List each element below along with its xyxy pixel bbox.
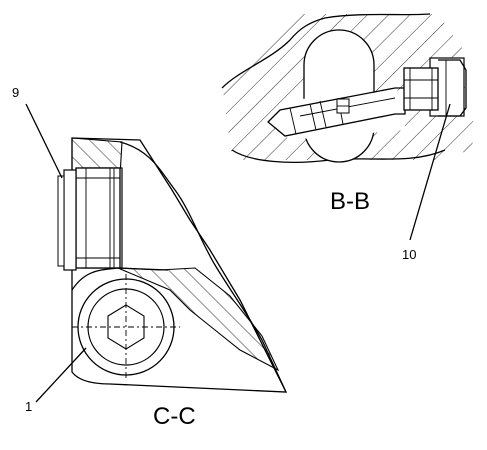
cc-fitting bbox=[75, 167, 121, 269]
bb-bolt-head bbox=[403, 67, 439, 111]
bb-break-line-top bbox=[221, 13, 431, 89]
view-label-cc: C-C bbox=[153, 403, 196, 430]
callout-10: 10 bbox=[402, 247, 417, 262]
callout-9: 9 bbox=[12, 85, 20, 100]
bb-bolt bbox=[267, 67, 439, 137]
section-cc bbox=[57, 137, 288, 393]
view-label-bb: B-B bbox=[330, 188, 371, 215]
cc-rib bbox=[117, 267, 280, 372]
cc-washer bbox=[57, 175, 65, 267]
callout-1: 1 bbox=[25, 399, 33, 414]
cc-boss bbox=[71, 267, 169, 291]
cc-break-line bbox=[119, 141, 287, 393]
leader-1 bbox=[35, 347, 87, 403]
cc-flange bbox=[63, 169, 77, 271]
bb-cap bbox=[438, 59, 467, 117]
leader-10 bbox=[409, 103, 451, 241]
cc-casting-outline bbox=[71, 137, 288, 393]
leader-9 bbox=[25, 103, 63, 179]
